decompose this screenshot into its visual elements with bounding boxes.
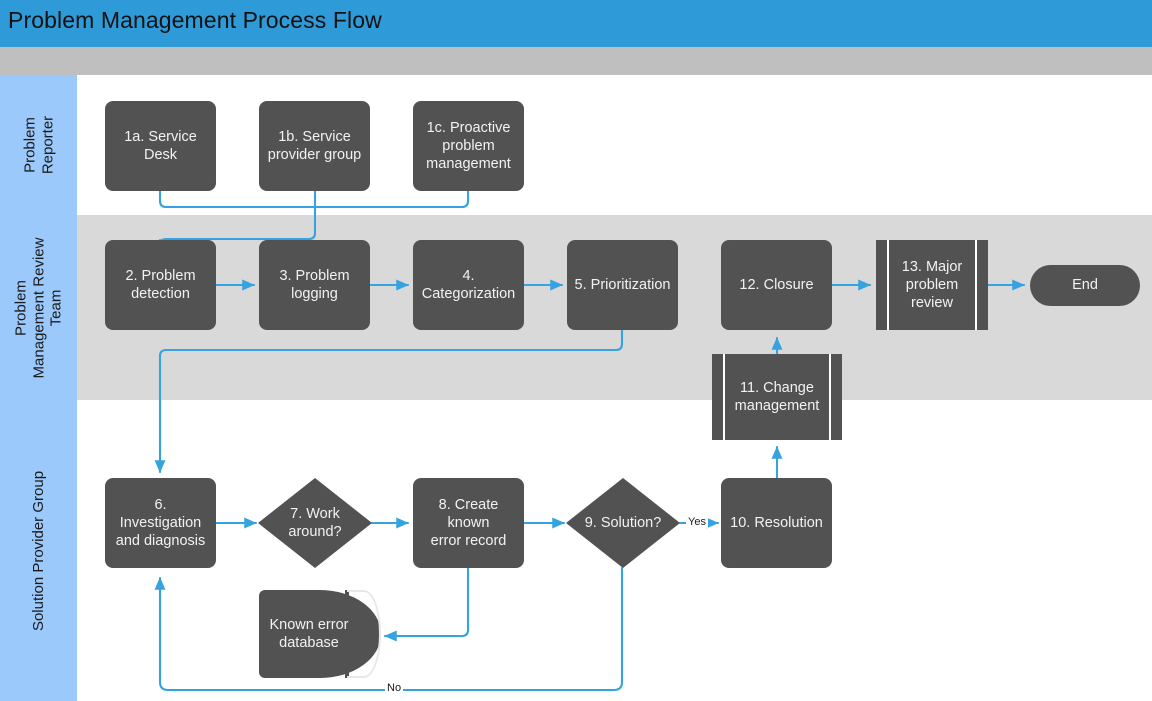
node-label: 12. Closure: [739, 276, 814, 293]
edge-label-no: No: [385, 682, 404, 694]
swimlane-label-line: Team: [47, 289, 65, 326]
node-label: 5. Prioritization: [574, 276, 671, 293]
swimlane-label-line: Solution Provider Group: [29, 470, 47, 631]
swimlane-label-line: Problem: [20, 117, 38, 173]
swimlane-label-line: Reporter: [38, 115, 56, 175]
swimlane-label-solution-provider-group: Solution Provider Group: [30, 470, 48, 630]
node-9-solution[interactable]: 9. Solution?: [566, 478, 680, 568]
swimlane-label-line: Management Review: [29, 237, 47, 378]
swimlane-header-solution-provider-group: Solution Provider Group: [0, 400, 77, 701]
node-end[interactable]: End: [1030, 265, 1140, 306]
node-label: 1a. Service Desk: [124, 128, 197, 163]
node-4-categorization[interactable]: 4.Categorization: [413, 240, 524, 330]
edge-label-yes: Yes: [686, 516, 708, 528]
swimlane-label-line: Problem: [11, 279, 29, 336]
node-1a-service-desk[interactable]: 1a. Service Desk: [105, 101, 216, 191]
node-label: 10. Resolution: [730, 514, 823, 531]
page-title: Problem Management Process Flow: [8, 7, 382, 33]
node-12-closure[interactable]: 12. Closure: [721, 240, 832, 330]
title-subbar: [0, 47, 1152, 75]
title-bar: Problem Management Process Flow: [0, 0, 1152, 47]
node-label: End: [1072, 277, 1098, 294]
node-5-prioritization[interactable]: 5. Prioritization: [567, 240, 678, 330]
node-label: 4.Categorization: [421, 267, 516, 302]
swimlane-body-problem-reporter: [77, 75, 1152, 215]
node-10-resolution[interactable]: 10. Resolution: [721, 478, 832, 568]
node-label: 9. Solution?: [584, 514, 662, 531]
